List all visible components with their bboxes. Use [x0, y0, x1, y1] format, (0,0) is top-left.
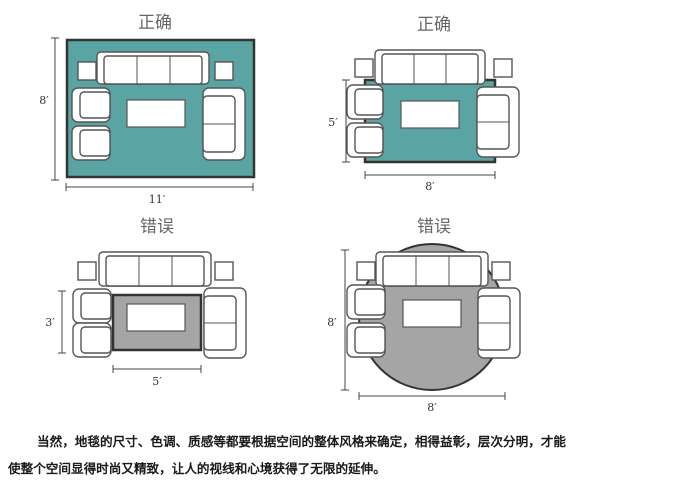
- height-label: 5′: [328, 116, 338, 129]
- panel-title: 错误: [417, 217, 451, 237]
- side-table: [356, 261, 376, 281]
- armchair: [346, 322, 386, 358]
- dimension-vertical: [342, 79, 350, 163]
- armchair: [72, 322, 112, 358]
- loveseat: [203, 287, 247, 359]
- panel-wrong-small: 错误 3′: [45, 217, 247, 388]
- panel-title: 正确: [138, 13, 172, 33]
- side-table: [491, 261, 511, 281]
- height-label: 8′: [39, 94, 49, 107]
- sofa: [98, 251, 212, 287]
- height-label: 3′: [45, 316, 55, 329]
- panel-wrong-round: 错误 8′: [327, 217, 521, 414]
- panel-correct-large: 正确: [39, 13, 256, 206]
- panel-title: 正确: [417, 15, 451, 35]
- width-label: 8′: [427, 401, 437, 414]
- width-label: 11′: [149, 193, 166, 206]
- side-table: [77, 261, 97, 281]
- armchair: [346, 84, 384, 120]
- loveseat: [476, 86, 520, 158]
- panel-correct-medium: 正确 5′: [328, 15, 520, 193]
- coffee-table: [126, 303, 186, 332]
- sofa: [96, 51, 210, 85]
- armchair: [72, 288, 112, 324]
- armchair: [71, 125, 111, 161]
- sofa: [375, 251, 489, 287]
- dimension-horizontal: [358, 392, 506, 400]
- side-table: [493, 58, 513, 78]
- dimension-vertical: [58, 290, 66, 354]
- rug-size-diagram: .f { fill: #ffffff; stroke: #555; stroke…: [39, 13, 521, 414]
- width-label: 8′: [425, 180, 435, 193]
- loveseat: [477, 287, 521, 359]
- side-table: [77, 61, 97, 81]
- armchair: [346, 284, 386, 320]
- sofa: [374, 49, 486, 85]
- coffee-table: [400, 100, 460, 129]
- dimension-vertical: [51, 37, 59, 181]
- side-table: [214, 261, 234, 281]
- caption-line-1: 当然，地毯的尺寸、色调、质感等都要根据空间的整体风格来确定，相得益彰，层次分明，…: [37, 434, 566, 449]
- loveseat: [202, 87, 246, 161]
- side-table: [214, 61, 234, 81]
- dimension-vertical: [341, 249, 349, 391]
- panel-title: 错误: [140, 217, 174, 237]
- dimension-horizontal: [364, 171, 496, 179]
- armchair: [346, 122, 384, 158]
- coffee-table: [126, 99, 186, 128]
- dimension-horizontal: [112, 365, 202, 373]
- caption-line-2: 使整个空间显得时尚又精致，让人的视线和心境获得了无限的延伸。: [8, 461, 386, 476]
- coffee-table: [402, 299, 462, 328]
- height-label: 8′: [327, 316, 337, 329]
- width-label: 5′: [152, 375, 162, 388]
- armchair: [71, 87, 111, 123]
- side-table: [354, 58, 374, 78]
- caption: 当然，地毯的尺寸、色调、质感等都要根据空间的整体风格来确定，相得益彰，层次分明，…: [0, 424, 673, 501]
- dimension-horizontal: [65, 183, 254, 191]
